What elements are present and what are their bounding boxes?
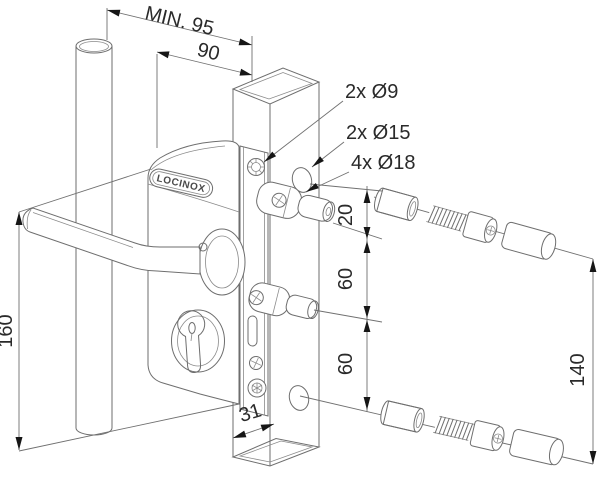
dim-140: 140 [567, 259, 597, 464]
dim-140-label: 140 [567, 353, 589, 386]
dim-90-label: 90 [195, 39, 222, 66]
dim-160: 160 [0, 168, 240, 452]
hole-d15 [291, 167, 313, 193]
dim-160-label: 160 [0, 314, 17, 347]
top-screw [247, 158, 265, 176]
bottom-torx-screw [247, 378, 267, 398]
spindle-upper [256, 181, 336, 222]
faceplate [239, 145, 269, 417]
euro-cylinder [171, 309, 225, 373]
faceplate-slot [247, 315, 258, 347]
drill-label-d18: 4x Ø18 [351, 152, 415, 174]
spindle-lower [248, 282, 319, 320]
bolt-set-upper [371, 185, 559, 262]
drill-label-d9: 2x Ø9 [345, 81, 398, 103]
dim-60-top-label: 60 [335, 268, 357, 290]
handle-lever [22, 207, 246, 296]
drill-callouts: 2x Ø9 2x Ø15 4x Ø18 [263, 81, 415, 193]
small-screw [249, 356, 263, 370]
dim-90: 90 [156, 39, 253, 148]
drill-label-d15: 2x Ø15 [346, 122, 410, 144]
dim-chain-20-60-60: 20 60 60 [309, 183, 383, 412]
handle-screw [198, 242, 208, 252]
dim-min-clearance-label: MIN. 95 [143, 2, 216, 40]
dim-20-label: 20 [335, 204, 357, 226]
dim-60-bottom-label: 60 [335, 353, 357, 375]
bolt-set-lower [378, 398, 567, 468]
hole-d18 [288, 385, 310, 411]
